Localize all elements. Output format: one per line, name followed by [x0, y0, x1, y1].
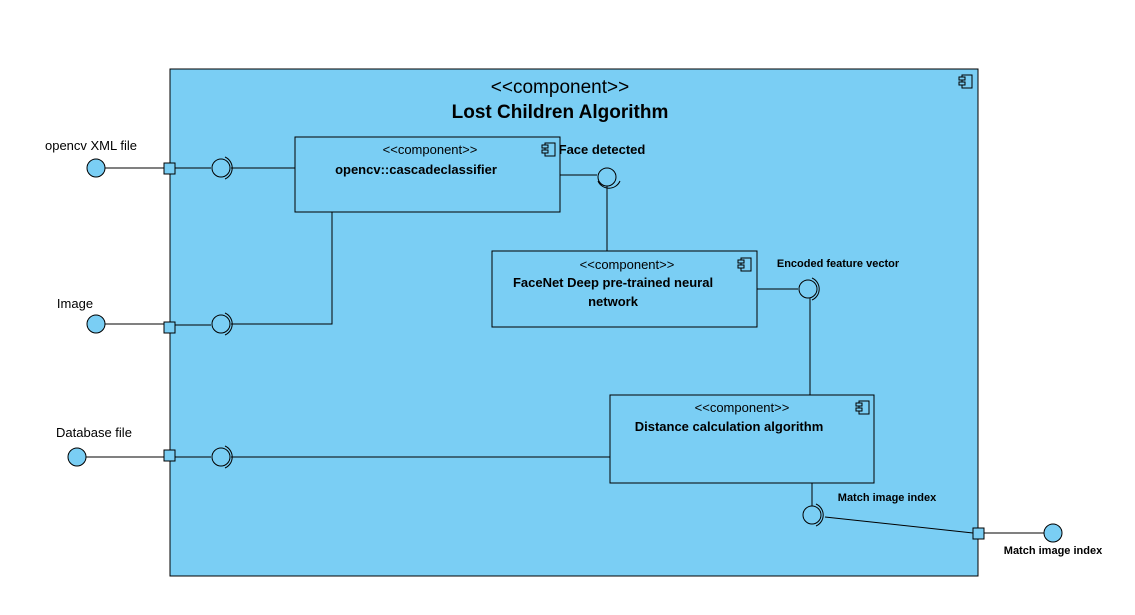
face-detected-label: Face detected [559, 142, 646, 157]
distance-calc-stereotype: <<component>> [695, 400, 790, 415]
input-node-xml[interactable] [86, 158, 106, 178]
cascade-classifier-name: opencv::cascadeclassifier [335, 162, 497, 177]
port-database[interactable] [163, 449, 176, 462]
input-node-image[interactable] [86, 314, 106, 334]
interface-encoded-feature-vector[interactable] [798, 277, 820, 301]
input-label-xml: opencv XML file [45, 138, 137, 153]
port-image[interactable] [163, 321, 176, 334]
facenet-box[interactable] [491, 250, 758, 328]
connector [231, 212, 333, 325]
distance-calc-box[interactable] [609, 394, 875, 484]
component-icon [958, 74, 973, 89]
facenet-name-line2: network [588, 294, 639, 309]
cascade-classifier-stereotype: <<component>> [383, 142, 478, 157]
output-node[interactable] [1043, 523, 1063, 543]
distance-calc-name: Distance calculation algorithm [635, 419, 824, 434]
component-icon [737, 257, 752, 272]
interface-socket [211, 156, 233, 180]
main-component-stereotype: <<component>> [491, 77, 629, 98]
main-component-title: Lost Children Algorithm [452, 102, 669, 123]
facenet-stereotype: <<component>> [580, 257, 675, 272]
input-label-image: Image [57, 296, 93, 311]
port-xml[interactable] [163, 162, 176, 175]
component-icon [855, 400, 870, 415]
input-node-database[interactable] [67, 447, 87, 467]
match-image-index-inner-label: Match image index [838, 492, 937, 504]
port-output[interactable] [972, 527, 985, 540]
interface-match-image-index[interactable] [802, 503, 824, 527]
output-label: Match image index [1004, 545, 1103, 557]
connector [824, 516, 974, 534]
input-label-database: Database file [56, 425, 132, 440]
component-icon [541, 142, 556, 157]
interface-socket [211, 312, 233, 336]
interface-face-detected[interactable] [597, 167, 621, 189]
facenet-name-line1: FaceNet Deep pre-trained neural [513, 275, 713, 290]
encoded-feature-vector-label: Encoded feature vector [777, 258, 900, 270]
